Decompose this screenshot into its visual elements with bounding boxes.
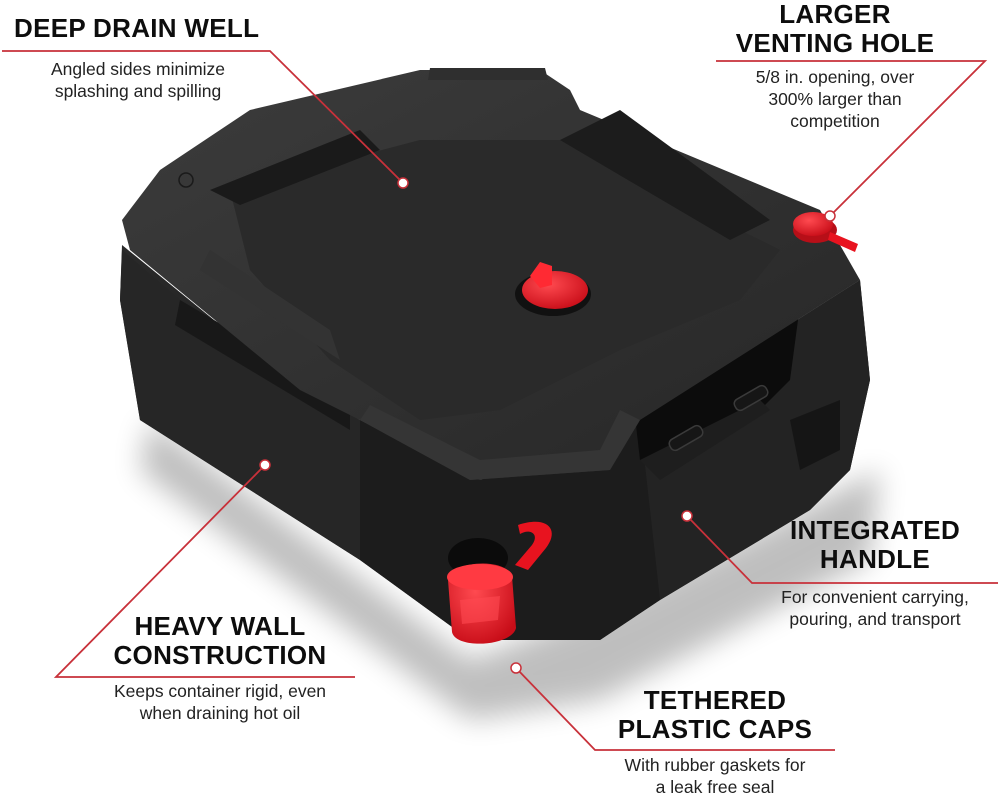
marker-dot-drain-well [397,177,409,189]
container-top [122,68,860,480]
title-line: PLASTIC CAPS [617,714,813,744]
description-line: pouring, and transport [789,609,961,629]
callout-deep-drain-well: DEEP DRAIN WELL Angled sides minimize sp… [8,13,268,102]
recycle-icon [178,172,194,188]
callout-heavy-wall-construction: HEAVY WALL CONSTRUCTION Keeps container … [80,612,360,724]
description-line: 5/8 in. opening, over [755,67,915,87]
description-line: competition [790,111,880,131]
callout-description: 5/8 in. opening, over 300% larger than c… [700,66,970,132]
leader-line-handle [686,515,998,584]
description-line: 300% larger than [768,89,902,109]
title-line: LARGER [779,0,891,29]
callout-integrated-handle: INTEGRATED HANDLE For convenient carryin… [760,516,990,630]
leader-line-caps [515,667,835,751]
description-line: Keeps container rigid, even [113,681,327,701]
marker-dot-handle [681,510,693,522]
marker-dot-venting-hole [824,210,836,222]
leader-line-drain-well [2,50,404,184]
marker-dots [259,177,836,674]
callout-title: TETHERED PLASTIC CAPS [590,686,840,744]
title-line: HEAVY WALL [134,611,306,641]
callout-description: For convenient carrying, pouring, and tr… [760,586,990,630]
marker-dot-heavy-wall [259,459,271,471]
title-line: CONSTRUCTION [113,640,327,670]
marker-dot-caps [510,662,522,674]
callout-title: DEEP DRAIN WELL [14,13,260,43]
callout-title: INTEGRATED HANDLE [760,516,990,574]
callout-description: Keeps container rigid, even when drainin… [80,680,360,724]
title-line: INTEGRATED [789,515,961,545]
leader-lines [2,50,998,751]
description-line: when draining hot oil [139,703,301,723]
vent-cap[interactable] [793,212,858,252]
title-line: VENTING HOLE [735,28,935,58]
center-drain-cap[interactable] [515,262,591,316]
title-line: HANDLE [819,544,931,574]
description-line: Angled sides minimize [50,59,226,79]
callout-title: HEAVY WALL CONSTRUCTION [80,612,360,670]
title-line: TETHERED [643,685,787,715]
leader-line-heavy-wall [53,464,355,678]
container-body [120,245,870,640]
description-line: For convenient carrying, [781,587,969,607]
callout-title: LARGER VENTING HOLE [700,0,970,58]
callout-description: With rubber gaskets for a leak free seal [590,754,840,798]
description-line: splashing and spilling [54,81,222,101]
callout-description: Angled sides minimize splashing and spil… [8,58,268,102]
callout-tethered-plastic-caps: TETHERED PLASTIC CAPS With rubber gasket… [590,686,840,798]
product-shadow [140,420,880,720]
leader-line-venting-hole [716,60,988,217]
callout-larger-venting-hole: LARGER VENTING HOLE 5/8 in. opening, ove… [700,0,970,132]
tethered-drain-cap[interactable] [447,521,552,644]
description-line: a leak free seal [655,777,775,797]
description-line: With rubber gaskets for [624,755,806,775]
